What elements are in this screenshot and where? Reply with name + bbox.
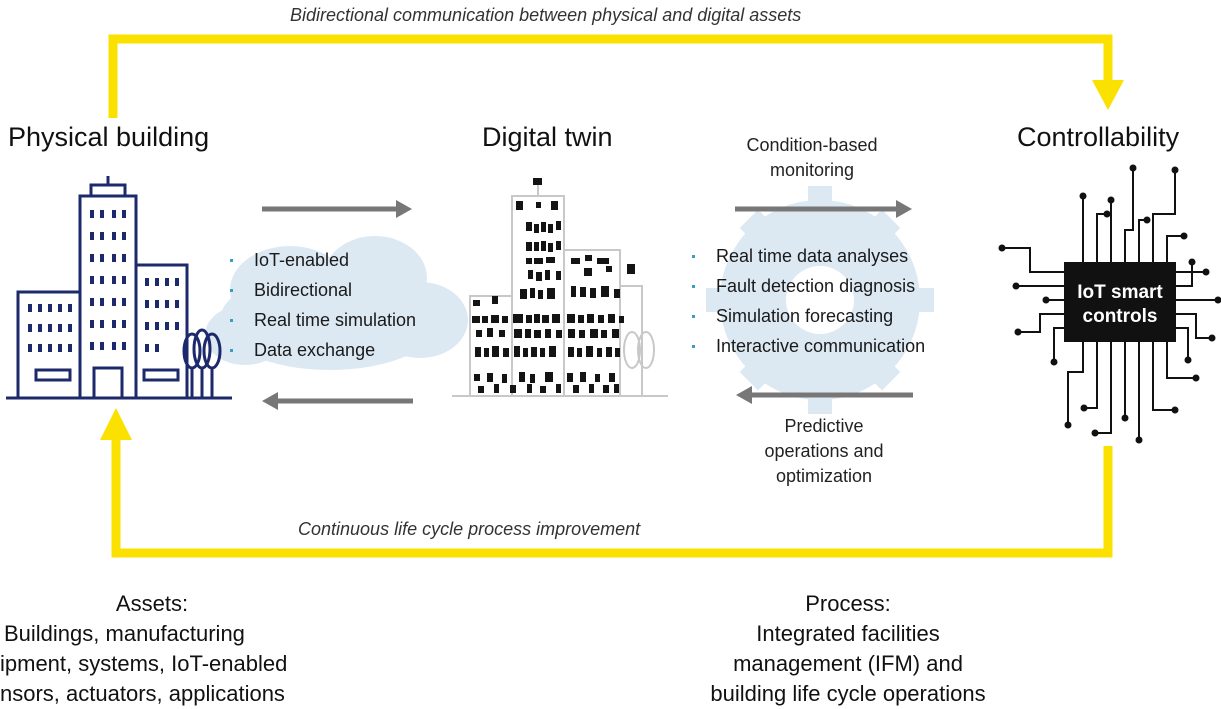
assets-line: ipment, systems, IoT-enabled — [0, 649, 287, 679]
iot-chip-label-line-2: controls — [1064, 305, 1176, 329]
process-line: management (IFM) and — [683, 649, 1013, 679]
monitoring-line-1: Condition-based — [728, 133, 896, 158]
twin-feature-item: Real time simulation — [228, 305, 416, 335]
process-block: Process: Integrated facilities managemen… — [683, 589, 1013, 709]
analytics-feature-list: Real time data analyses Fault detection … — [690, 241, 925, 361]
twin-feature-item: Data exchange — [228, 335, 416, 365]
iot-chip-label: IoT smart controls — [1064, 281, 1176, 329]
arrow-building-to-twin — [262, 200, 412, 218]
assets-line: Buildings, manufacturing — [4, 619, 287, 649]
bottom-caption: Continuous life cycle process improvemen… — [298, 519, 640, 540]
assets-block: Assets: — [0, 589, 300, 619]
analytics-feature-item: Simulation forecasting — [690, 301, 925, 331]
analytics-feature-item: Real time data analyses — [690, 241, 925, 271]
arrow-twin-to-building — [262, 392, 413, 410]
predictive-line-3: optimization — [736, 464, 912, 489]
assets-description: Buildings, manufacturing ipment, systems… — [0, 619, 287, 709]
predictive-line-2: operations and — [736, 439, 912, 464]
monitoring-line-2: monitoring — [728, 158, 896, 183]
twin-feature-item: Bidirectional — [228, 275, 416, 305]
top-loop-arrow — [113, 39, 1124, 118]
twin-feature-item: IoT-enabled — [228, 245, 416, 275]
twin-feature-list: IoT-enabled Bidirectional Real time simu… — [228, 245, 416, 365]
building-windows — [28, 210, 179, 352]
digital-twin-icon — [452, 178, 668, 396]
iot-chip-label-line-1: IoT smart — [1064, 281, 1176, 305]
process-line: building life cycle operations — [683, 679, 1013, 709]
physical-building-title: Physical building — [8, 122, 209, 153]
predictive-line-1: Predictive — [736, 414, 912, 439]
analytics-feature-item: Interactive communication — [690, 331, 925, 361]
process-title: Process: — [683, 589, 1013, 619]
digital-twin-title: Digital twin — [482, 122, 613, 153]
assets-title: Assets: — [0, 589, 300, 619]
process-line: Integrated facilities — [683, 619, 1013, 649]
monitoring-label: Condition-based monitoring — [728, 133, 896, 183]
analytics-feature-item: Fault detection diagnosis — [690, 271, 925, 301]
physical-building-icon — [6, 176, 232, 398]
assets-line: nsors, actuators, applications — [0, 679, 287, 709]
top-caption: Bidirectional communication between phys… — [290, 5, 801, 26]
controllability-title: Controllability — [1017, 122, 1179, 153]
predictive-label: Predictive operations and optimization — [736, 414, 912, 489]
